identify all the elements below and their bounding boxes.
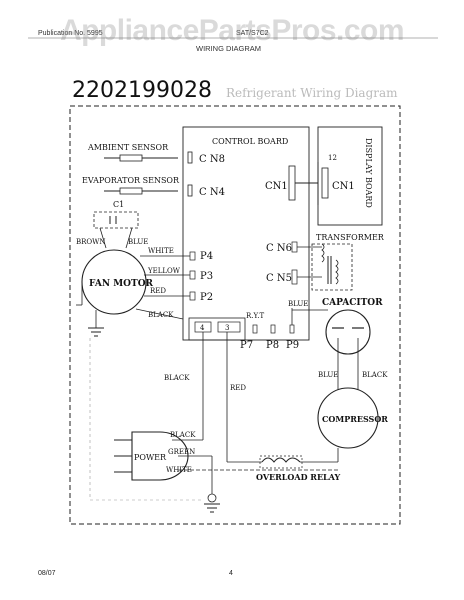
evaporator-sensor-label: EVAPORATOR SENSOR	[82, 176, 180, 185]
watermark: AppliancePartsPros.com	[59, 14, 405, 47]
evaporator-sensor-probe	[119, 187, 143, 195]
c1-label: C1	[113, 200, 124, 209]
transformer-box	[311, 243, 353, 291]
relay-block	[188, 317, 246, 341]
cn8-label: C N8	[199, 154, 225, 165]
ambient-sensor-probe	[119, 154, 143, 162]
fan-motor-label: FAN MOTOR	[89, 279, 154, 289]
cn4-label: C N4	[199, 187, 225, 198]
p3-label: P3	[200, 271, 213, 282]
model-number: SAT/S7C2	[236, 30, 269, 37]
p7-label: P7	[240, 340, 253, 351]
blue-capacitor-wire-label: BLUE	[288, 300, 308, 308]
page-title: WIRING DIAGRAM	[196, 44, 261, 53]
power-ground-icon	[207, 493, 217, 503]
brown-wire-label: BROWN	[76, 238, 105, 246]
cn4-connector	[187, 184, 193, 197]
p4-label: P4	[200, 251, 213, 262]
black-fan-wire-label: BLACK	[148, 311, 174, 319]
cn6-label: C N6	[266, 243, 292, 254]
ambient-sensor-label: AMBIENT SENSOR	[87, 143, 169, 152]
wire-count-label: 12	[328, 154, 337, 162]
footer-page-number: 4	[229, 570, 233, 577]
capacitor-label: CAPACITOR	[322, 298, 383, 308]
p9-label: P9	[286, 340, 299, 351]
display-board-label: DISPLAY BOARD	[364, 138, 373, 208]
cn5-label: C N5	[266, 273, 292, 284]
cn1-right-connector	[321, 167, 329, 199]
power-plug-symbol	[131, 431, 189, 481]
cn8-connector	[187, 151, 193, 164]
red-wire-label: RED	[150, 287, 166, 295]
cn1-left-label: CN1	[265, 181, 288, 192]
transformer-label: TRANSFORMER	[316, 233, 385, 242]
part-number: 2202199028	[72, 78, 212, 103]
red-main-wire-label: RED	[230, 384, 246, 392]
compressor-label: COMPRESSOR	[322, 414, 388, 424]
cn1-left-connector	[288, 165, 296, 201]
yellow-wire-label: YELLOW	[147, 267, 181, 275]
power-label: POWER	[134, 453, 167, 462]
blue-compressor-wire-label: BLUE	[318, 371, 338, 379]
black-main-wire-label: BLACK	[164, 374, 190, 382]
white-wire-label: WHITE	[148, 247, 174, 255]
publication-number: Publication No. 5995	[38, 30, 103, 37]
control-board-box	[182, 126, 310, 341]
black-compressor-wire-label: BLACK	[362, 371, 388, 379]
faded-caption: Refrigerant Wiring Diagram	[226, 86, 398, 100]
relay-terminal-4: 4	[200, 324, 205, 332]
compressor-symbol	[317, 387, 379, 449]
footer-date: 08/07	[38, 570, 56, 577]
overload-relay-label: OVERLOAD RELAY	[256, 472, 340, 482]
overload-relay-symbol	[261, 457, 301, 463]
control-board-label: CONTROL BOARD	[212, 137, 288, 146]
ryt-label: R.Y.T	[246, 312, 264, 320]
p2-label: P2	[200, 292, 213, 303]
black-power-wire-label: BLACK	[170, 431, 196, 439]
capacitor-symbol	[325, 309, 371, 355]
p8-label: P8	[266, 340, 279, 351]
cn1-right-label: CN1	[332, 181, 355, 192]
c1-capacitor-box	[93, 211, 139, 229]
green-power-wire-label: GREEN	[168, 448, 195, 456]
outer-frame	[69, 105, 401, 525]
blue-wire-label: BLUE	[128, 238, 148, 246]
relay-terminal-3: 3	[225, 324, 229, 332]
